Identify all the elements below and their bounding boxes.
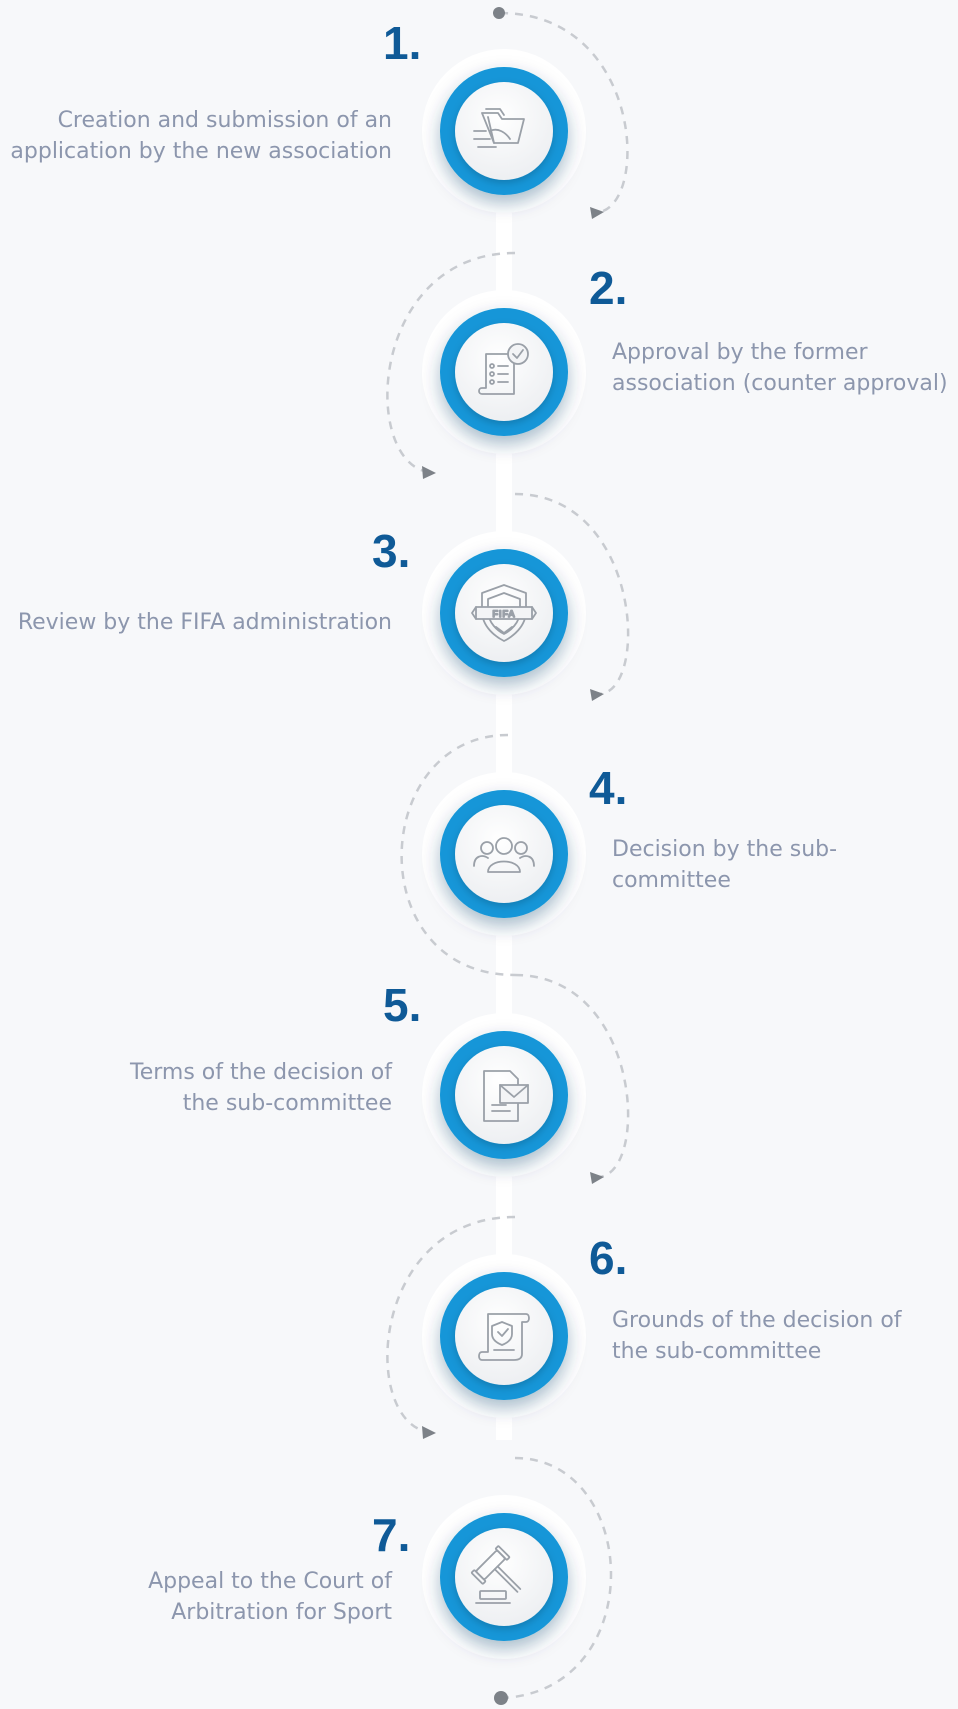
step-number-3: 3. — [372, 525, 411, 577]
checklist-approved-icon — [478, 343, 529, 395]
arrow-head-6 — [422, 1426, 436, 1439]
documents-hand-icon — [473, 108, 525, 148]
arrow-head-2 — [422, 466, 436, 479]
step-label-7: Appeal to the Court of Arbitration for S… — [148, 1569, 392, 1625]
step-number-6: 6. — [589, 1232, 628, 1284]
step-number-1: 1. — [383, 17, 422, 69]
start-dot — [493, 7, 505, 19]
step-badge-1 — [422, 49, 586, 213]
step-label-6: Grounds of the decision of the sub-commi… — [612, 1308, 902, 1364]
step-number-4: 4. — [589, 762, 628, 814]
flow-arrowheads — [422, 207, 604, 1439]
shield-scroll-icon — [478, 1313, 530, 1361]
end-dot — [494, 1691, 508, 1705]
arrow-head-5 — [590, 1172, 604, 1184]
step-number-7: 7. — [372, 1509, 411, 1561]
step-label-3: Review by the FIFA administration — [17, 610, 392, 635]
step-badge-2 — [422, 290, 586, 454]
dashed-flow-path — [386, 11, 630, 1700]
step-label-4: Decision by the sub-committee — [612, 837, 838, 893]
step-label-5: Terms of the decision of the sub-committ… — [130, 1060, 392, 1116]
step-label-2: Approval by the former association (coun… — [612, 340, 948, 396]
step-number-2: 2. — [589, 262, 628, 314]
document-envelope-icon — [483, 1070, 529, 1122]
committee-group-icon — [473, 837, 535, 873]
arrow-head-3 — [590, 689, 604, 701]
fifa-shield-icon — [471, 584, 537, 642]
step-badge-7 — [422, 1495, 586, 1659]
step-badge-6 — [422, 1254, 586, 1418]
gavel-icon — [470, 1545, 522, 1604]
step-label-1: Creation and submission of an applicatio… — [10, 108, 392, 164]
arrow-head-1 — [590, 207, 604, 219]
fifa-badge-text: FIFA — [492, 609, 515, 619]
step-badges — [422, 49, 586, 1659]
step-number-5: 5. — [383, 979, 422, 1031]
